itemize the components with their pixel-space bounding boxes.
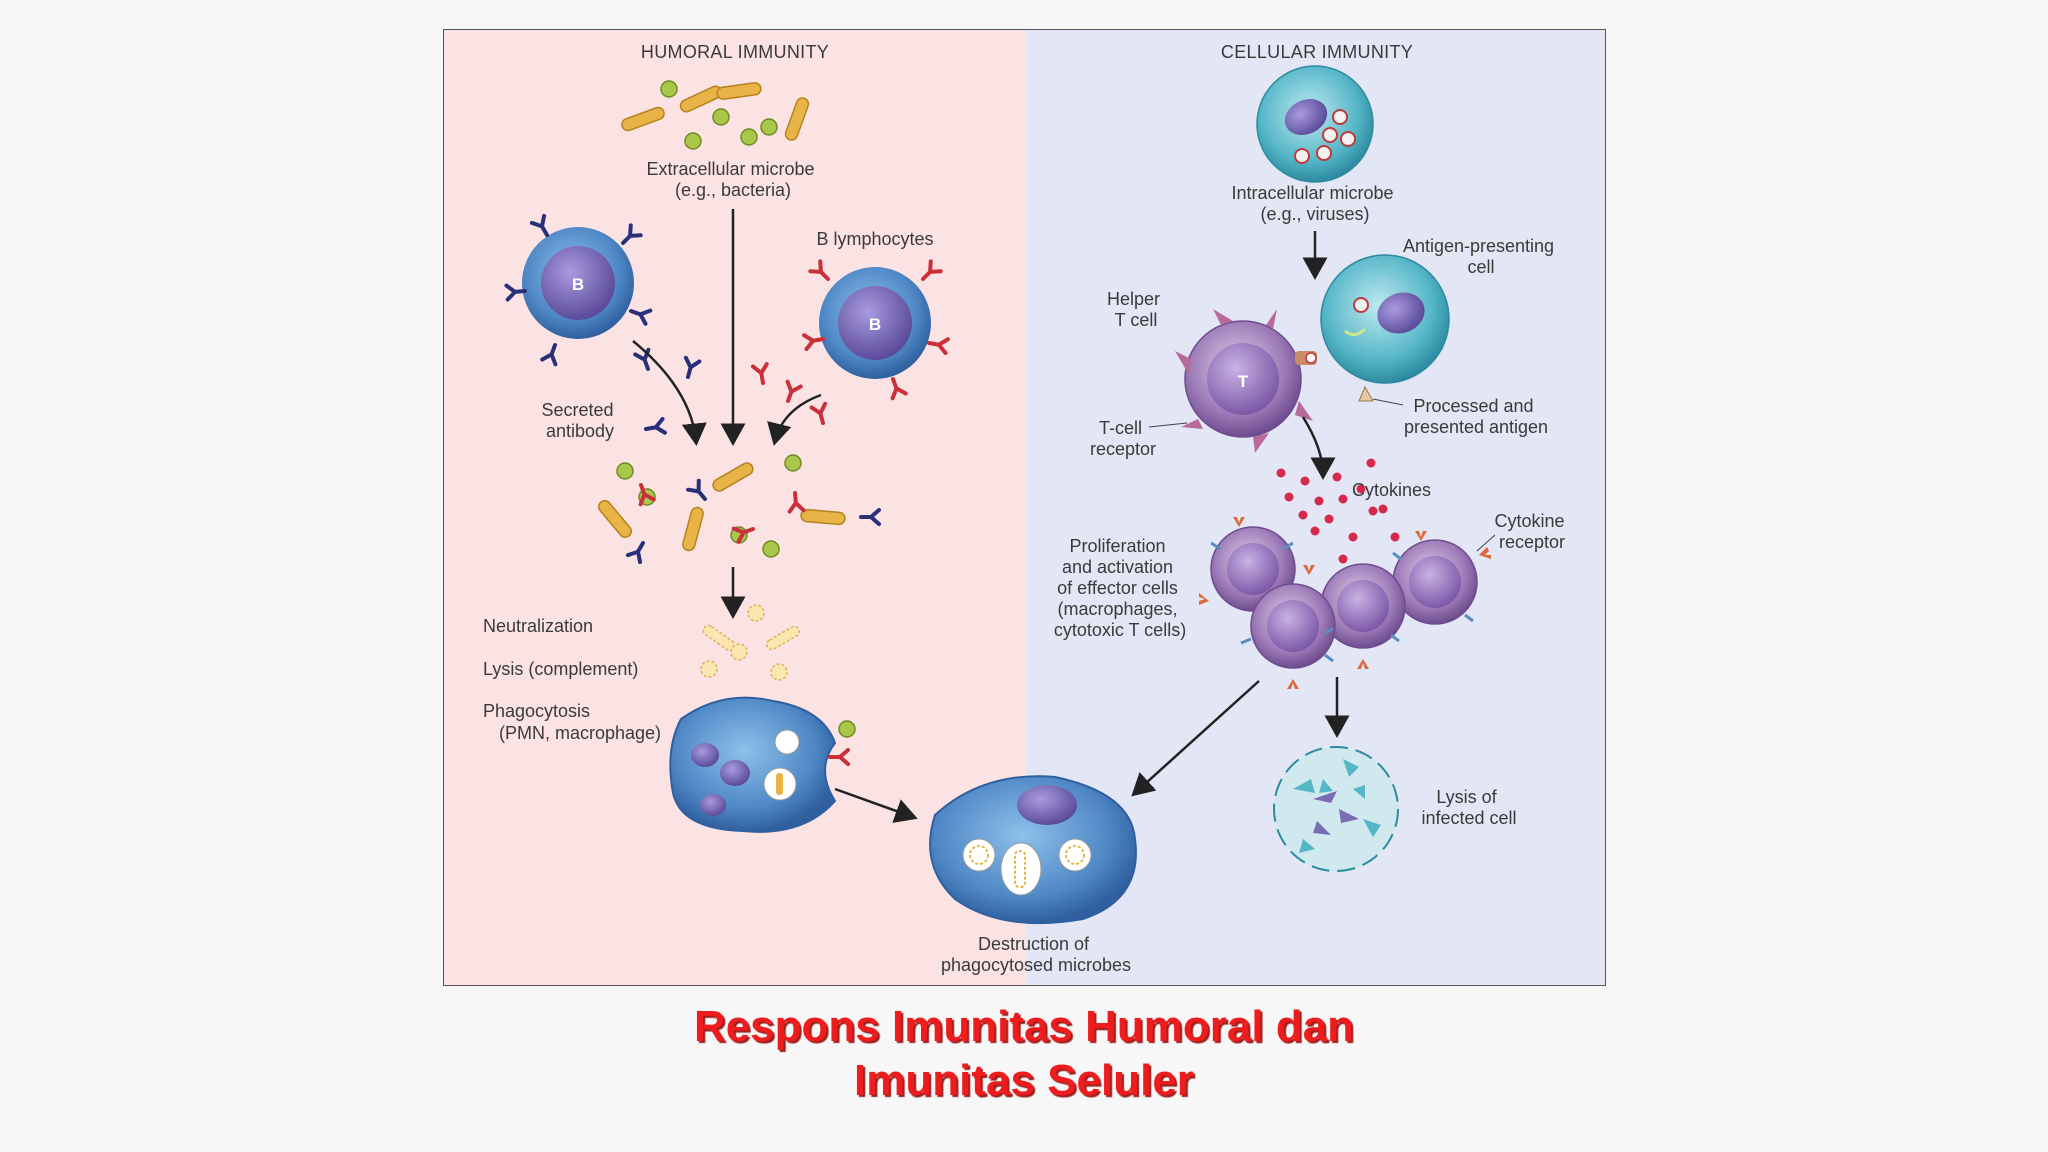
cytokine-receptor-leader <box>1476 534 1496 552</box>
lysed-infected-cell <box>1273 746 1399 872</box>
arrow-b-right <box>767 393 822 446</box>
extracellular-microbe-label: Extracellular microbe (e.g., bacteria) <box>646 159 819 200</box>
macrophage-cell <box>929 775 1137 925</box>
processed-antigen-label: Processed and presented antigen <box>1404 396 1548 437</box>
cytokine-receptor-label: Cytokine receptor <box>1494 511 1569 552</box>
processed-antigen-marker <box>1358 385 1374 402</box>
b-cell-letter-right: B <box>869 315 881 334</box>
helper-t-cell-label: Helper T cell <box>1107 289 1165 330</box>
phagocytosis-label: Phagocytosis (PMN, macrophage) <box>483 701 661 743</box>
destruction-label: Destruction of phagocytosed microbes <box>941 934 1131 975</box>
immunity-diagram: HUMORAL IMMUNITY CELLULAR IMMUNITY Extra… <box>443 29 1606 986</box>
humoral-header: HUMORAL IMMUNITY <box>641 42 829 62</box>
t-cell-letter: T <box>1238 372 1249 391</box>
b-lymphocyte-right <box>802 261 950 401</box>
caption-line-1: Respons Imunitas Humoral dan <box>693 1002 1355 1051</box>
diagram-border <box>443 29 1606 986</box>
t-cell-receptor-label: T-cell receptor <box>1090 418 1156 459</box>
slide-caption: Respons Imunitas Humoral dan Imunitas Se… <box>0 1000 2048 1108</box>
intracellular-microbe-label: Intracellular microbe (e.g., viruses) <box>1231 183 1398 224</box>
b-cell-letter-left: B <box>572 275 584 294</box>
neutralization-label: Neutralization <box>483 616 593 636</box>
b-lymphocyte-left <box>504 213 653 367</box>
arrow-effector-to-macrophage <box>1131 680 1260 797</box>
arrow-phagocyte-to-macrophage <box>834 787 918 823</box>
arrow-t-to-cytokines <box>1301 416 1336 480</box>
b-lymphocytes-label: B lymphocytes <box>816 229 933 249</box>
helper-t-cell <box>1175 309 1317 453</box>
cytokines-label: Cytokines <box>1352 480 1431 500</box>
cytokine-dots <box>1276 458 1400 564</box>
t-cell-receptor-leader <box>1148 422 1188 428</box>
caption-line-2: Imunitas Seluler <box>854 1056 1194 1105</box>
lysis-infected-label: Lysis of infected cell <box>1421 787 1516 828</box>
phagocyte-cell <box>669 696 856 833</box>
cellular-header: CELLULAR IMMUNITY <box>1221 42 1413 62</box>
lysis-complement-label: Lysis (complement) <box>483 659 638 679</box>
neutralized-fragments <box>700 604 801 681</box>
proliferation-label: Proliferation and activation of effector… <box>1054 536 1186 640</box>
infected-cell-icon <box>1256 65 1374 183</box>
arrow-b-left <box>632 340 707 446</box>
processed-antigen-leader <box>1372 398 1404 406</box>
antigen-presenting-cell-label: Antigen-presenting cell <box>1403 236 1559 277</box>
antigen-presenting-cell <box>1320 254 1450 384</box>
secreted-antibody-label: Secreted antibody <box>541 400 618 441</box>
effector-cells-cluster <box>1199 517 1491 689</box>
